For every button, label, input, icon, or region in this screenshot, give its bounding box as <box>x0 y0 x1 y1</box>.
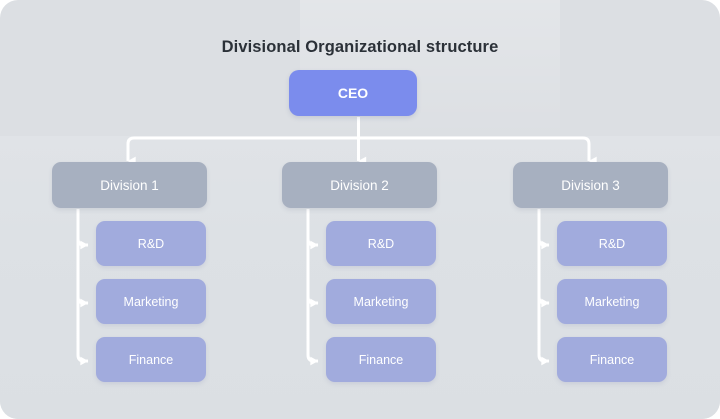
node-division-3-finance[interactable]: Finance <box>557 337 667 382</box>
node-division-1-rd[interactable]: R&D <box>96 221 206 266</box>
node-division-2-finance[interactable]: Finance <box>326 337 436 382</box>
wire-div2-to-rd <box>306 238 319 250</box>
node-division-3-rd[interactable]: R&D <box>557 221 667 266</box>
node-division-2[interactable]: Division 2 <box>282 162 437 208</box>
wire-div2-to-finance <box>306 209 319 366</box>
wire-div3-to-marketing <box>537 296 550 308</box>
diagram-title: Divisional Organizational structure <box>221 38 499 56</box>
wire-div3-to-finance <box>537 209 550 366</box>
node-division-2-rd[interactable]: R&D <box>326 221 436 266</box>
wire-div2-to-marketing <box>306 296 319 308</box>
node-division-1-finance[interactable]: Finance <box>96 337 206 382</box>
node-ceo[interactable]: CEO <box>289 70 417 116</box>
node-division-1-marketing[interactable]: Marketing <box>96 279 206 324</box>
wire-div3-to-rd <box>537 238 550 250</box>
wire-div1-to-marketing <box>76 296 89 308</box>
node-division-3[interactable]: Division 3 <box>513 162 668 208</box>
node-division-2-marketing[interactable]: Marketing <box>326 279 436 324</box>
node-division-1[interactable]: Division 1 <box>52 162 207 208</box>
wire-div1-to-finance <box>76 209 89 366</box>
node-division-3-marketing[interactable]: Marketing <box>557 279 667 324</box>
wire-distribution-bar <box>126 136 591 161</box>
wire-div1-to-rd <box>76 238 89 250</box>
